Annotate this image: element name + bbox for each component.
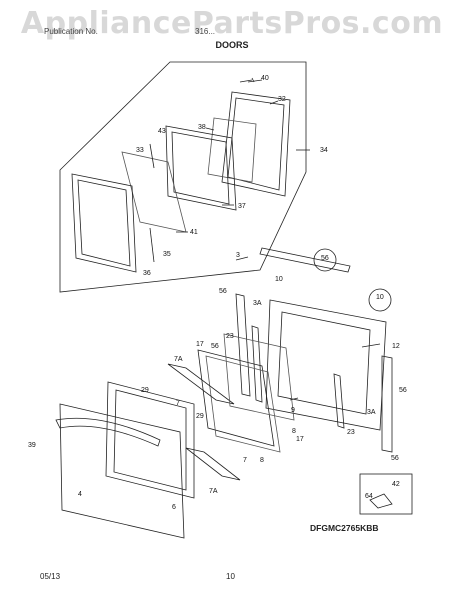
callout-7-top: 7	[176, 400, 180, 407]
part-3A-left-channel	[235, 293, 251, 397]
part-7A-frame-bottom	[185, 447, 241, 481]
footer-date: 05/13	[40, 572, 61, 581]
part-23-hinge-right	[333, 373, 345, 429]
publication-number: 316...	[195, 27, 216, 36]
part-43-bracket	[149, 143, 155, 169]
callout-41: 41	[190, 229, 198, 236]
part-3-top-bar	[259, 247, 351, 273]
callout-7A-top: 7A	[174, 356, 183, 363]
upper-assembly-outline	[59, 61, 307, 293]
callout-3: 3	[236, 252, 240, 259]
callout-6: 6	[172, 504, 176, 511]
callout-36: 36	[143, 270, 151, 277]
callout-56-detail: 56	[321, 255, 329, 262]
publication-label: Publication No.	[44, 27, 98, 36]
callout-33: 33	[136, 147, 144, 154]
callout-35: 35	[163, 251, 171, 258]
callout-29-left: 29	[141, 387, 149, 394]
callout-32: 32	[278, 96, 286, 103]
callout-39: 39	[28, 442, 36, 449]
callout-3A-left: 3A	[253, 300, 262, 307]
part-23-hinge-left	[251, 325, 263, 403]
part-39-handle	[55, 417, 161, 447]
footer-page-number: 10	[226, 572, 235, 581]
callout-10-detail: 10	[376, 294, 384, 301]
part-8-glass	[205, 355, 281, 453]
callout-43: 43	[158, 128, 166, 135]
part-41-door-panel	[71, 173, 137, 273]
part-17-glass	[197, 349, 275, 447]
callout-17-right: 17	[296, 436, 304, 443]
callout-12: 12	[392, 343, 400, 350]
callout-4: 4	[78, 491, 82, 498]
section-title: DOORS	[215, 40, 249, 50]
callout-8-right: 8	[292, 428, 296, 435]
callout-34: 34	[320, 147, 328, 154]
callout-7A-bottom: 7A	[209, 488, 218, 495]
callout-38: 38	[198, 124, 206, 131]
part-6-frame	[105, 381, 195, 499]
model-code: DFGMC2765KBB	[310, 523, 379, 533]
callout-40: 40	[261, 75, 269, 82]
callout-56-right: 56	[399, 387, 407, 394]
part-32-frame	[221, 91, 291, 197]
callout-9: 9	[291, 407, 295, 414]
callout-56-bottom: 56	[391, 455, 399, 462]
callout-56-mid: 56	[211, 343, 219, 350]
callout-17-top: 17	[196, 341, 204, 348]
part-9-glass	[223, 333, 295, 421]
callout-37: 37	[238, 203, 246, 210]
callout-3A-right: 3A	[367, 409, 376, 416]
watermark: AppliancePartsPros.com	[20, 6, 444, 41]
inset-box	[359, 473, 413, 515]
part-33-glass	[121, 151, 187, 233]
callout-8-bottom: 8	[260, 457, 264, 464]
callout-64: 64	[365, 493, 373, 500]
part-35-bracket	[149, 227, 155, 263]
callout-7-bottom: 7	[243, 457, 247, 464]
part-38-glass	[207, 117, 257, 183]
part-3A-right-channel	[381, 355, 393, 453]
detail-56-circle	[313, 248, 337, 272]
callout-56-left: 56	[219, 288, 227, 295]
part-7A-frame-top	[167, 363, 235, 405]
callout-23-right: 23	[347, 429, 355, 436]
part-4-outer-door	[59, 403, 185, 539]
callout-10: 10	[275, 276, 283, 283]
callout-42: 42	[392, 481, 400, 488]
detail-10-circle	[368, 288, 392, 312]
part-37-panel	[165, 125, 237, 211]
callout-29-mid: 29	[196, 413, 204, 420]
callout-23-left: 23	[226, 333, 234, 340]
